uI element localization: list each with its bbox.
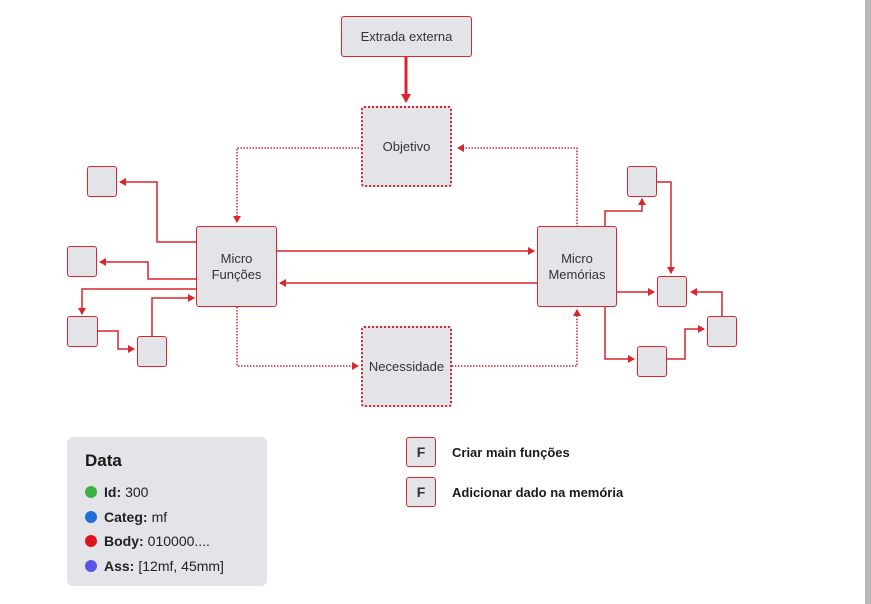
- node-micro-funcoes-label: Micro Funções: [211, 250, 262, 282]
- status-dot-red: [85, 535, 97, 548]
- edge-necessidade-memorias: [452, 309, 581, 367]
- legend-item-criar-funcoes: F Criar main funções: [406, 437, 570, 467]
- legend-text: Adicionar dado na memória: [452, 484, 624, 500]
- edge-box4-funcoes: [151, 294, 195, 337]
- data-panel-title: Data: [85, 451, 122, 470]
- data-value: 300: [125, 484, 149, 501]
- status-dot-blue: [85, 510, 97, 523]
- edge-memorias-objetivo: [457, 144, 578, 227]
- data-key: Id:: [104, 484, 122, 501]
- data-row-id: Id: 300: [85, 480, 267, 505]
- node-objetivo-label: Objetivo: [382, 138, 431, 154]
- edge-funcoes-necessidade: [236, 307, 359, 370]
- edge-funcoes-box1: [119, 178, 197, 243]
- data-value: 010000....: [147, 533, 210, 550]
- data-row-categ: Categ: mf: [85, 505, 267, 530]
- data-key: Body:: [104, 533, 144, 550]
- data-panel: Data Id: 300 Categ: mf Body: 010000.... …: [67, 437, 267, 586]
- legend-item-adicionar-dado: F Adicionar dado na memória: [406, 477, 623, 507]
- edge-funcoes-box3: [78, 288, 197, 315]
- data-value: mf: [151, 508, 168, 525]
- data-row-ass: Ass: [12mf, 45mm]: [85, 554, 267, 579]
- data-key: Ass:: [104, 557, 135, 574]
- small-node-left-1[interactable]: [87, 166, 117, 197]
- small-node-right-1[interactable]: [627, 166, 657, 197]
- small-node-right-3[interactable]: [707, 316, 737, 347]
- edge-memorias-rbox1: [604, 198, 646, 227]
- legend-text: Criar main funções: [452, 444, 570, 460]
- node-micro-memorias[interactable]: Micro Memórias: [537, 226, 617, 307]
- small-node-left-2[interactable]: [67, 246, 97, 277]
- edge-funcoes-box2: [99, 258, 197, 280]
- status-dot-purple: [85, 559, 97, 572]
- vertical-scrollbar[interactable]: [865, 0, 871, 604]
- legend-f-box[interactable]: F: [406, 477, 436, 507]
- status-dot-green: [85, 486, 97, 499]
- small-node-left-4[interactable]: [137, 336, 167, 367]
- node-objetivo[interactable]: Objetivo: [361, 106, 452, 187]
- node-extrada-externa-label: Extrada externa: [360, 28, 453, 44]
- edge-rbox1-rbox2: [657, 181, 675, 274]
- node-necessidade-label: Necessidade: [368, 358, 445, 374]
- data-value: [12mf, 45mm]: [138, 557, 224, 574]
- small-node-right-2[interactable]: [657, 276, 687, 307]
- edge-rbox4-rbox3: [667, 325, 705, 360]
- edge-memorias-rbox4: [604, 307, 635, 363]
- node-extrada-externa[interactable]: Extrada externa: [341, 16, 472, 57]
- data-key: Categ:: [104, 508, 148, 525]
- edge-box3-box4: [98, 330, 135, 353]
- node-necessidade[interactable]: Necessidade: [361, 326, 452, 407]
- edge-objetivo-funcoes: [233, 147, 362, 223]
- small-node-right-4[interactable]: [637, 346, 667, 377]
- node-micro-memorias-label: Micro Memórias: [548, 250, 606, 282]
- legend-f-box[interactable]: F: [406, 437, 436, 467]
- small-node-left-3[interactable]: [67, 316, 98, 347]
- data-row-body: Body: 010000....: [85, 529, 267, 554]
- node-micro-funcoes[interactable]: Micro Funções: [196, 226, 277, 307]
- edge-rbox3-rbox2: [690, 288, 723, 317]
